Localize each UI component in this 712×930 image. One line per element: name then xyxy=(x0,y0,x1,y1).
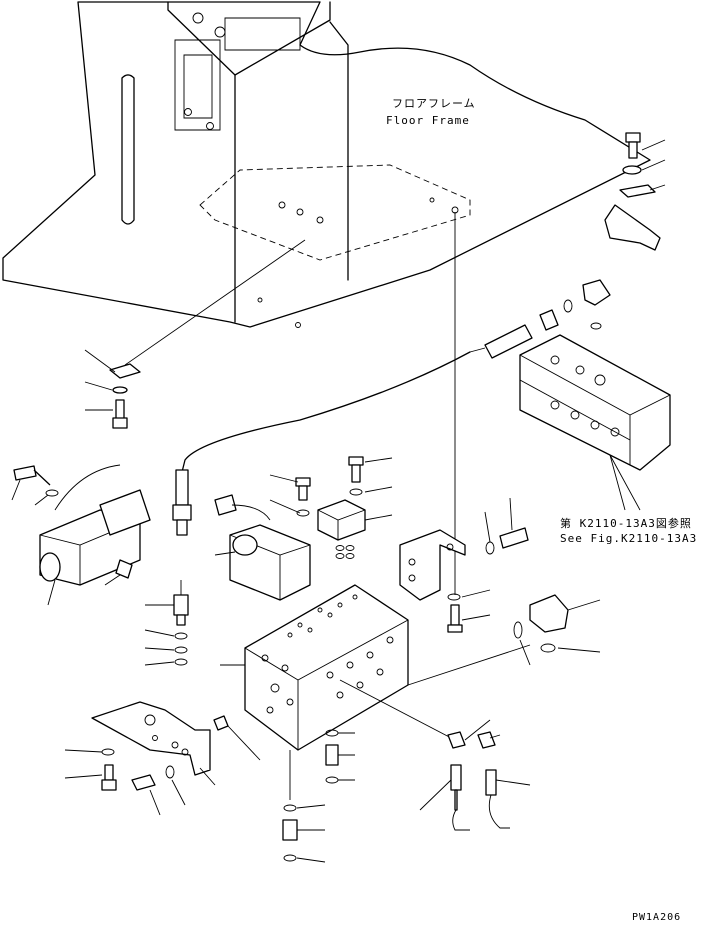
right-bracket xyxy=(604,132,666,251)
see-fig-label-en: See Fig.K2110-13A3 xyxy=(560,532,698,545)
main-manifold xyxy=(220,584,409,751)
solenoid-valve xyxy=(11,464,151,606)
manifold-fittings-bottom xyxy=(213,715,355,863)
mounting-bracket xyxy=(399,497,529,633)
upper-valve-block xyxy=(469,279,671,511)
right-elbow-fitting xyxy=(407,594,601,686)
middle-solenoid xyxy=(214,474,311,601)
floor-frame-label-en: Floor Frame xyxy=(386,114,470,127)
floor-frame-label-jp: フロアフレーム xyxy=(392,97,476,110)
small-block xyxy=(317,456,393,559)
drawing-id-label: PW1A206 xyxy=(632,912,682,923)
lower-bracket xyxy=(64,701,216,816)
left-bolt-stack xyxy=(84,349,141,429)
floor-frame xyxy=(2,1,651,328)
manifold-fittings-left xyxy=(144,580,189,666)
pressure-switch-upper xyxy=(172,469,192,536)
switch-fittings-right xyxy=(419,719,531,831)
see-fig-label-jp: 第 K2110-13A3図参照 xyxy=(560,517,692,530)
